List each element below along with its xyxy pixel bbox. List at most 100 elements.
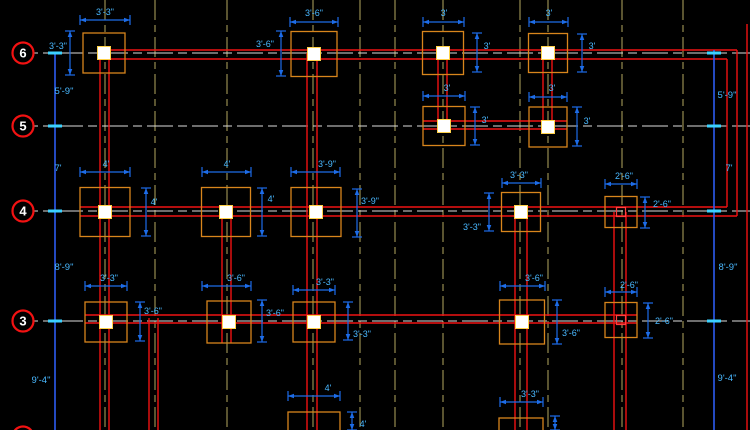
dim-label: 3' [482,115,489,125]
dim-arrow [291,169,297,175]
grid-bubble-label-5: 5 [19,119,26,134]
dim-arrow [334,169,340,175]
footing-outline [604,195,638,229]
dim-arrow [605,181,611,187]
footing-outline [528,106,568,148]
column [222,315,236,329]
small-column [615,314,627,326]
dim-arrow [500,399,506,405]
dim-label: 3' [441,8,448,18]
dim-arrow [552,416,558,422]
dim-arrow [574,140,580,146]
grid-bubble-4 [11,199,35,223]
dim-arrow [645,303,651,309]
footing-outline [287,411,341,430]
dim-arrow [537,399,543,405]
dim-arrow [486,225,492,231]
grid-bubble-5 [11,114,35,138]
column [219,205,233,219]
dim-label: 2'-6" [653,199,671,209]
dim-label: 3' [584,116,591,126]
dim-arrow [472,107,478,113]
column [97,46,111,60]
dim-label: 3'-3" [463,222,481,232]
chain-dim-label: 9'-4" [718,373,737,384]
dim-arrow [502,180,508,186]
column [436,46,450,60]
dim-label: 3'-6" [305,8,323,18]
dim-arrow [354,231,360,237]
dim-arrow [67,31,73,37]
dim-arrow [529,19,535,25]
footing-outline [290,30,338,78]
dim-arrow [349,412,355,418]
footing-outline [498,299,546,345]
small-column [615,206,627,218]
dim-arrow [259,336,265,342]
dim-label: 2'-6" [620,280,638,290]
dim-arrow [552,424,558,430]
dim-arrow [458,19,464,25]
grid-bubble-label-4: 4 [19,204,27,219]
dim-label: 3'-3" [521,389,539,399]
dim-arrow [329,287,335,293]
column [99,315,113,329]
dim-arrow [245,283,251,289]
dim-arrow [259,230,265,236]
dim-arrow [642,197,648,203]
footing-outline [290,186,342,238]
column [307,47,321,61]
grid-bubble-partial [13,425,33,430]
dim-arrow [474,33,480,39]
footing-outline [604,301,638,339]
dim-arrow [137,335,143,341]
dim-arrow [293,287,299,293]
dim-arrow [290,19,296,25]
dim-label: 4' [360,419,367,429]
dim-arrow [631,181,637,187]
dim-arrow [80,169,86,175]
dim-arrow [202,169,208,175]
dim-arrow [554,300,560,306]
dim-label: 3'-9" [318,159,336,169]
dim-arrow [605,289,611,295]
dim-arrow [345,302,351,308]
footing-outline [200,186,252,238]
chain-dim-label: 5'-9" [718,90,737,101]
dim-label: 3'-6" [525,273,543,283]
dim-arrow [500,283,506,289]
dim-label: 3'-6" [227,273,245,283]
dim-label: 3' [549,83,556,93]
dim-arrow [332,19,338,25]
dim-arrow [645,332,651,338]
footing-outline [79,186,131,238]
column [514,205,528,219]
dim-label: 4' [103,159,110,169]
dim-arrow [124,169,130,175]
dim-arrow [631,289,637,295]
dim-arrow [474,66,480,72]
column [307,315,321,329]
dim-arrow [354,189,360,195]
dim-label: 4' [268,194,275,204]
dim-arrow [245,169,251,175]
dim-arrow [535,180,541,186]
dim-arrow [459,93,465,99]
dim-label: 3'-6" [144,306,162,316]
dim-arrow [579,66,585,72]
dim-arrow [288,393,294,399]
dim-arrow [642,222,648,228]
dim-arrow [278,31,284,37]
dim-label: 3'-6" [266,308,284,318]
dim-arrow [85,283,91,289]
dim-label: 3' [589,41,596,51]
dim-arrow [423,19,429,25]
dim-label: 2'-6" [615,171,633,181]
dim-label: 4' [325,383,332,393]
chain-dim-label: 7' [54,163,61,174]
dim-arrow [259,188,265,194]
chain-dim-label: 5'-9" [55,86,74,97]
dim-arrow [472,139,478,145]
dim-arrow [124,17,130,23]
